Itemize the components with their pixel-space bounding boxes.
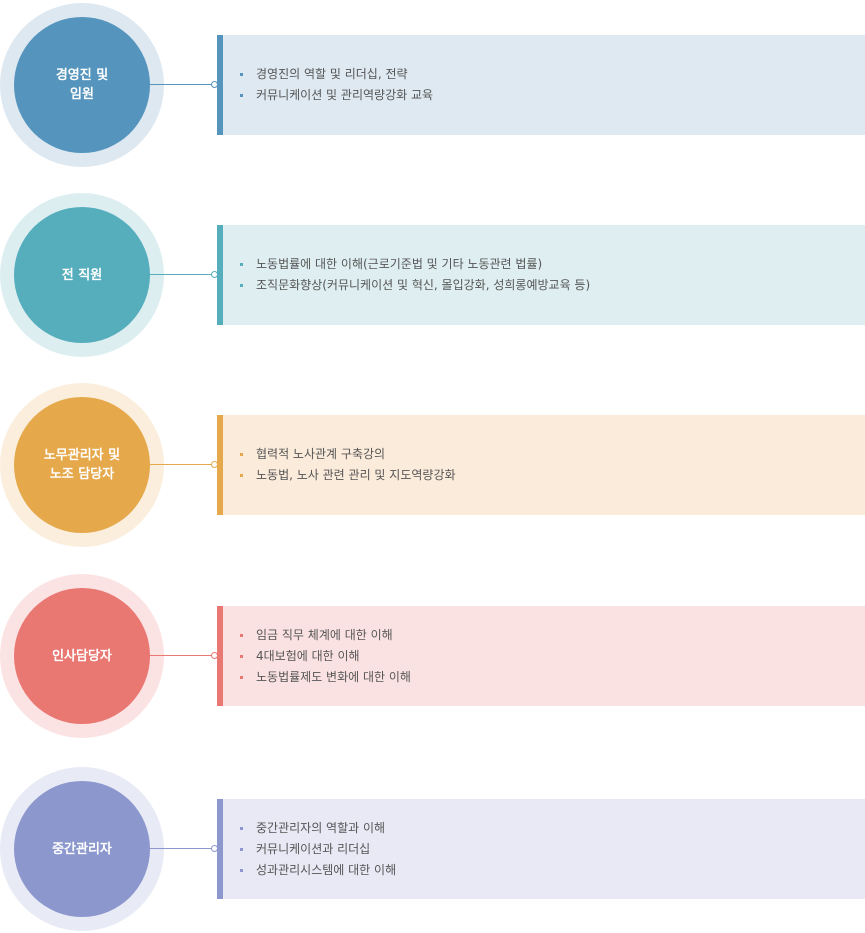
bullet-icon: [240, 654, 243, 658]
course-list: 협력적 노사관계 구축강의 노동법, 노사 관련 관리 및 지도역량강화: [223, 444, 456, 486]
bullet-icon: [240, 73, 243, 76]
row-middle-managers: 중간관리자 중간관리자의 역할과 이해 커뮤니케이션과 리더십 성과관리시스템에…: [0, 767, 865, 931]
bullet-icon: [240, 474, 243, 477]
target-circle: 노무관리자 및 노조 담당자: [14, 397, 150, 533]
content-panel: 중간관리자의 역할과 이해 커뮤니케이션과 리더십 성과관리시스템에 대한 이해: [217, 799, 865, 899]
list-item-text: 커뮤니케이션 및 관리역량강화 교육: [256, 88, 434, 102]
content-panel: 협력적 노사관계 구축강의 노동법, 노사 관련 관리 및 지도역량강화: [217, 415, 865, 515]
target-circle: 인사담당자: [14, 588, 150, 724]
list-item: 중간관리자의 역할과 이해: [240, 818, 396, 839]
connector-line: [150, 848, 214, 849]
list-item: 4대보험에 대한 이해: [240, 646, 411, 667]
bullet-icon: [240, 675, 243, 679]
list-item: 커뮤니케이션 및 관리역량강화 교육: [240, 85, 433, 106]
list-item-text: 중간관리자의 역할과 이해: [256, 820, 386, 835]
target-circle: 중간관리자: [14, 781, 150, 917]
row-hr-staff: 인사담당자 임금 직무 체계에 대한 이해 4대보험에 대한 이해 노동법률제도…: [0, 574, 865, 738]
list-item-text: 4대보험에 대한 이해: [256, 648, 360, 663]
list-item: 조직문화향상(커뮤니케이션 및 혁신, 몰입강화, 성희롱예방교육 등): [240, 275, 590, 296]
connector-line: [150, 84, 214, 85]
bullet-icon: [240, 633, 243, 637]
list-item-text: 노동법률에 대한 이해(근로기준법 및 기타 노동관련 법률): [256, 257, 543, 271]
list-item-text: 경영진의 역할 및 리더십, 전략: [256, 67, 408, 81]
list-item: 노동법률제도 변화에 대한 이해: [240, 667, 411, 688]
list-item-text: 노동법, 노사 관련 관리 및 지도역량강화: [256, 468, 456, 482]
list-item-text: 조직문화향상(커뮤니케이션 및 혁신, 몰입강화, 성희롱예방교육 등): [256, 278, 591, 292]
bullet-icon: [240, 453, 243, 456]
list-item: 경영진의 역할 및 리더십, 전략: [240, 64, 433, 85]
connector-line: [150, 274, 214, 275]
list-item: 임금 직무 체계에 대한 이해: [240, 625, 411, 646]
list-item: 협력적 노사관계 구축강의: [240, 444, 456, 465]
bullet-icon: [240, 826, 243, 830]
list-item-text: 성과관리시스템에 대한 이해: [256, 862, 397, 877]
connector-line: [150, 464, 214, 465]
row-all-staff: 전 직원 노동법률에 대한 이해(근로기준법 및 기타 노동관련 법률) 조직문…: [0, 193, 865, 357]
bullet-icon: [240, 94, 243, 97]
course-list: 경영진의 역할 및 리더십, 전략 커뮤니케이션 및 관리역량강화 교육: [223, 64, 433, 106]
list-item-text: 노동법률제도 변화에 대한 이해: [256, 669, 411, 684]
list-item-text: 임금 직무 체계에 대한 이해: [256, 627, 393, 642]
list-item-text: 커뮤니케이션과 리더십: [256, 841, 371, 856]
course-list: 노동법률에 대한 이해(근로기준법 및 기타 노동관련 법률) 조직문화향상(커…: [223, 254, 590, 296]
course-list: 임금 직무 체계에 대한 이해 4대보험에 대한 이해 노동법률제도 변화에 대…: [223, 625, 411, 688]
course-list: 중간관리자의 역할과 이해 커뮤니케이션과 리더십 성과관리시스템에 대한 이해: [223, 818, 396, 881]
row-labor-managers: 노무관리자 및 노조 담당자 협력적 노사관계 구축강의 노동법, 노사 관련 …: [0, 383, 865, 547]
list-item: 노동법, 노사 관련 관리 및 지도역량강화: [240, 465, 456, 486]
target-circle: 경영진 및 임원: [14, 17, 150, 153]
list-item: 성과관리시스템에 대한 이해: [240, 860, 396, 881]
row-executives: 경영진 및 임원 경영진의 역할 및 리더십, 전략 커뮤니케이션 및 관리역량…: [0, 3, 865, 167]
list-item: 커뮤니케이션과 리더십: [240, 839, 396, 860]
list-item: 노동법률에 대한 이해(근로기준법 및 기타 노동관련 법률): [240, 254, 590, 275]
target-circle: 전 직원: [14, 207, 150, 343]
content-panel: 노동법률에 대한 이해(근로기준법 및 기타 노동관련 법률) 조직문화향상(커…: [217, 225, 865, 325]
bullet-icon: [240, 868, 243, 872]
list-item-text: 협력적 노사관계 구축강의: [256, 447, 386, 461]
bullet-icon: [240, 847, 243, 851]
bullet-icon: [240, 263, 243, 266]
content-panel: 임금 직무 체계에 대한 이해 4대보험에 대한 이해 노동법률제도 변화에 대…: [217, 606, 865, 706]
bullet-icon: [240, 284, 243, 287]
connector-line: [150, 655, 214, 656]
content-panel: 경영진의 역할 및 리더십, 전략 커뮤니케이션 및 관리역량강화 교육: [217, 35, 865, 135]
